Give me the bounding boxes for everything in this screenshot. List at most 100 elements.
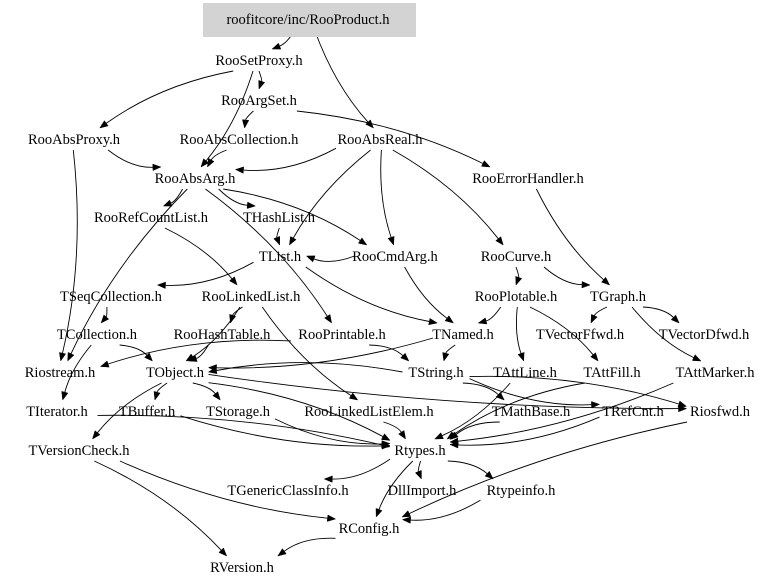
node-roo-error-handler[interactable]: RooErrorHandler.h xyxy=(472,171,584,187)
edge-roo-abs-arg-to-roo-ref-count-list xyxy=(170,188,183,204)
arrowhead-icon xyxy=(229,276,238,286)
arrowhead-icon xyxy=(495,391,505,401)
node-roo-curve[interactable]: RooCurve.h xyxy=(481,249,552,265)
node-tatt-marker[interactable]: TAttMarker.h xyxy=(676,365,756,381)
node-tatt-fill[interactable]: TAttFill.h xyxy=(583,365,641,381)
node-label: TAttLine.h xyxy=(493,365,557,381)
arrowhead-icon xyxy=(324,314,332,324)
edge-tstring-to-tobject xyxy=(216,362,403,373)
node-label: TStorage.h xyxy=(206,404,271,420)
node-roo-ref-count-list[interactable]: RooRefCountList.h xyxy=(94,210,209,226)
node-tvector-ffwd[interactable]: TVectorFfwd.h xyxy=(536,327,625,343)
edge-tnamed-to-tobject xyxy=(216,337,434,369)
node-tseq-collection[interactable]: TSeqCollection.h xyxy=(60,289,163,305)
arrowhead-icon xyxy=(357,237,368,246)
node-roo-arg-set[interactable]: RooArgSet.h xyxy=(221,93,298,109)
node-roo-abs-real[interactable]: RooAbsReal.h xyxy=(338,132,424,148)
arrowhead-icon xyxy=(59,352,67,362)
node-label: RVersion.h xyxy=(210,560,274,576)
node-tvector-dfwd[interactable]: TVectorDfwd.h xyxy=(659,327,750,343)
node-roo-linked-list-elem[interactable]: RooLinkedListElem.h xyxy=(304,404,434,420)
node-roo-hash-table[interactable]: RooHashTable.h xyxy=(174,327,272,343)
node-tstring[interactable]: TString.h xyxy=(408,365,464,381)
node-rconfig[interactable]: RConfig.h xyxy=(339,521,401,537)
edge-tversion-check-to-rconfig xyxy=(119,460,328,519)
arrowhead-icon xyxy=(387,236,395,246)
node-label: RooLinkedListElem.h xyxy=(304,404,434,420)
edge-rtypes-to-tgeneric-class-info xyxy=(332,458,391,480)
edge-tcollection-to-titerator xyxy=(64,344,92,393)
edge-tgraph-to-tvector-ffwd xyxy=(593,306,608,316)
edge-roo-cmd-arg-to-tlist xyxy=(313,255,355,262)
node-roo-plotable[interactable]: RooPlotable.h xyxy=(475,289,558,305)
edge-roo-abs-proxy-to-riostream xyxy=(62,149,78,354)
arrowhead-icon xyxy=(449,441,459,449)
arrowhead-icon xyxy=(156,281,166,289)
node-tbuffer[interactable]: TBuffer.h xyxy=(119,404,176,420)
arrowhead-icon xyxy=(428,317,438,326)
edge-roo-set-proxy-to-roo-abs-proxy xyxy=(106,70,234,124)
arrowhead-icon xyxy=(590,352,599,362)
edge-tatt-marker-to-rtypes xyxy=(457,382,674,442)
node-rtypeinfo[interactable]: Rtypeinfo.h xyxy=(487,483,557,499)
edge-roo-product-to-roo-abs-real xyxy=(314,29,369,123)
node-tlist[interactable]: TList.h xyxy=(259,249,302,265)
arrowhead-icon xyxy=(277,548,287,557)
arrowhead-icon xyxy=(229,314,237,324)
edge-roo-cmd-arg-to-tnamed xyxy=(404,266,448,319)
arrowhead-icon xyxy=(234,166,244,174)
node-titerator[interactable]: TIterator.h xyxy=(26,404,88,420)
node-roo-abs-arg[interactable]: RooAbsArg.h xyxy=(155,171,236,187)
node-roo-product[interactable]: roofitcore/inc/RooProduct.h xyxy=(203,3,416,37)
node-label: TCollection.h xyxy=(57,327,138,343)
node-label: RooAbsReal.h xyxy=(338,132,424,148)
node-riostream[interactable]: Riostream.h xyxy=(25,365,96,381)
node-roo-abs-proxy[interactable]: RooAbsProxy.h xyxy=(28,132,121,148)
edge-roo-hash-table-to-tobject xyxy=(196,344,209,359)
arrowhead-icon xyxy=(212,391,221,401)
edge-roo-abs-proxy-to-roo-abs-arg xyxy=(107,149,153,168)
node-label: roofitcore/inc/RooProduct.h xyxy=(226,12,390,28)
node-thash-list[interactable]: THashList.h xyxy=(243,210,316,226)
arrowhead-icon xyxy=(581,281,591,289)
node-tatt-line[interactable]: TAttLine.h xyxy=(493,365,557,381)
edge-roo-set-proxy-to-roo-arg-set xyxy=(258,70,263,82)
node-roo-abs-collection[interactable]: RooAbsCollection.h xyxy=(180,132,300,148)
node-rtypes[interactable]: Rtypes.h xyxy=(394,443,446,459)
edge-roo-abs-real-to-roo-curve xyxy=(392,149,499,239)
edge-tnamed-to-tstring xyxy=(445,344,456,354)
node-tmath-base[interactable]: TMathBase.h xyxy=(492,404,571,420)
arrowhead-icon xyxy=(670,314,680,324)
node-roo-set-proxy[interactable]: RooSetProxy.h xyxy=(215,53,303,69)
node-tcollection[interactable]: TCollection.h xyxy=(57,327,138,343)
edge-roo-plotable-to-tatt-fill xyxy=(529,306,594,356)
arrowhead-icon xyxy=(162,199,173,207)
node-roo-linked-list[interactable]: RooLinkedList.h xyxy=(202,289,301,305)
node-tstorage[interactable]: TStorage.h xyxy=(206,404,271,420)
arrowhead-icon xyxy=(401,516,411,524)
edge-tstring-to-tmath-base xyxy=(462,382,499,395)
arrowhead-icon xyxy=(289,236,297,246)
node-label: TList.h xyxy=(259,249,302,265)
node-tgraph[interactable]: TGraph.h xyxy=(590,289,647,305)
node-tobject[interactable]: TObject.h xyxy=(146,365,205,381)
node-roo-printable[interactable]: RooPrintable.h xyxy=(298,327,386,343)
node-tversion-check[interactable]: TVersionCheck.h xyxy=(28,443,130,459)
arrowhead-icon xyxy=(601,276,611,286)
node-riosfwd[interactable]: Riosfwd.h xyxy=(690,404,751,420)
node-label: RooCmdArg.h xyxy=(352,249,438,265)
node-rversion[interactable]: RVersion.h xyxy=(210,560,274,576)
node-label: RConfig.h xyxy=(339,521,401,537)
arrowhead-icon xyxy=(246,201,256,209)
node-tref-cnt[interactable]: TRefCnt.h xyxy=(602,404,664,420)
edge-roo-printable-to-riostream xyxy=(107,339,292,365)
node-label: TIterator.h xyxy=(26,404,88,420)
node-roo-cmd-arg[interactable]: RooCmdArg.h xyxy=(352,249,438,265)
nodes: roofitcore/inc/RooProduct.hRooSetProxy.h… xyxy=(25,3,755,576)
arrowhead-icon xyxy=(67,352,75,362)
edges xyxy=(59,29,702,557)
arrowhead-icon xyxy=(153,391,161,401)
node-dll-import[interactable]: DllImport.h xyxy=(388,483,458,499)
node-tnamed[interactable]: TNamed.h xyxy=(432,327,494,343)
node-tgeneric-class-info[interactable]: TGenericClassInfo.h xyxy=(227,483,349,499)
